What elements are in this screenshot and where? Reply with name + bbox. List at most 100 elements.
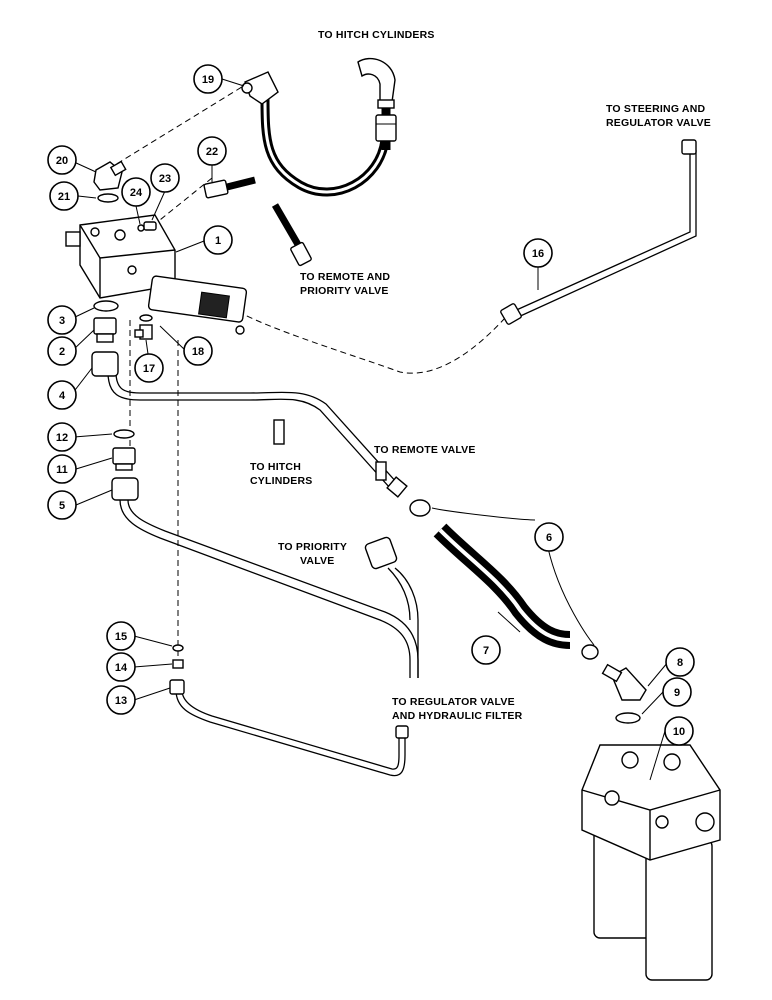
o-ring-9 <box>615 712 641 724</box>
fitting-14 <box>172 659 184 669</box>
svg-text:12: 12 <box>56 432 68 444</box>
callout-14: 14 <box>106 652 136 682</box>
callout-16: 16 <box>523 238 553 268</box>
leader-14 <box>133 663 173 668</box>
label-to-steering-2: REGULATOR VALVE <box>606 117 711 129</box>
o-ring-12 <box>113 429 135 439</box>
svg-text:19: 19 <box>202 74 214 86</box>
leader-12 <box>73 433 113 438</box>
callout-9: 9 <box>662 677 692 707</box>
hydraulic-filter-10 <box>581 744 721 981</box>
priority-valve-nut <box>364 536 398 570</box>
callout-19: 19 <box>193 64 223 94</box>
callout-15: 15 <box>106 621 136 651</box>
tube-4-end <box>386 476 408 498</box>
fitting-2 <box>93 317 117 343</box>
leader-13 <box>133 687 171 701</box>
callout-7: 7 <box>471 635 501 665</box>
svg-text:7: 7 <box>483 645 489 657</box>
leader-6-lower <box>547 547 595 646</box>
clamp-6-lower <box>581 644 599 660</box>
tube-4-lower <box>115 371 399 485</box>
hose-nut-right <box>375 114 397 142</box>
callout-4: 4 <box>47 380 77 410</box>
leader-15 <box>133 635 173 647</box>
tube-5-a <box>119 499 411 678</box>
svg-text:4: 4 <box>59 390 66 402</box>
tube-16-b <box>515 150 697 319</box>
label-to-regulator-1: TO REGULATOR VALVE <box>392 696 515 708</box>
callout-20: 20 <box>47 145 77 175</box>
leader-10 <box>649 730 666 781</box>
svg-text:6: 6 <box>546 532 552 544</box>
label-to-remote-priority-1: TO REMOTE AND <box>300 271 390 283</box>
svg-text:3: 3 <box>59 315 65 327</box>
tube-13-a <box>175 689 406 777</box>
callout-11: 11 <box>47 454 77 484</box>
tube-13-end-nut <box>395 725 409 739</box>
svg-text:22: 22 <box>206 146 218 158</box>
tube-5-b <box>127 499 419 678</box>
tube-16-bottom-nut <box>500 303 522 325</box>
callout-23: 23 <box>150 163 180 193</box>
callout-6: 6 <box>534 522 564 552</box>
leader-18 <box>159 325 187 352</box>
tube-nut-13 <box>169 679 185 695</box>
svg-text:24: 24 <box>130 187 143 199</box>
callout-8: 8 <box>665 647 695 677</box>
hose-remote-priority-fitting <box>290 241 312 267</box>
callout-1: 1 <box>203 225 233 255</box>
leader-8 <box>647 661 669 687</box>
svg-text:15: 15 <box>115 631 127 643</box>
elbow-fitting-8 <box>601 663 647 701</box>
o-ring-3 <box>93 300 119 312</box>
fitting-17 <box>134 324 153 340</box>
fitting-23-24 <box>137 221 157 232</box>
leader-2 <box>72 329 95 351</box>
leader-11 <box>75 457 113 470</box>
svg-text:23: 23 <box>159 173 171 185</box>
callout-3: 3 <box>47 305 77 335</box>
dashed-line-19-20 <box>109 81 251 169</box>
svg-text:13: 13 <box>115 695 127 707</box>
tube-16-a <box>511 150 691 313</box>
dashed-line-22-23 <box>149 177 213 229</box>
fitting-11 <box>112 447 136 471</box>
svg-text:11: 11 <box>56 464 68 476</box>
leader-24 <box>135 205 141 225</box>
leader-9 <box>641 691 664 715</box>
leader-20 <box>73 161 97 173</box>
hitch-hose-left <box>260 97 390 197</box>
callout-12: 12 <box>47 422 77 452</box>
leader-23 <box>151 190 166 221</box>
tube-nut-5 <box>111 477 139 501</box>
callout-5: 5 <box>47 490 77 520</box>
elbow-fitting-top-right <box>357 57 396 109</box>
label-to-hitch-2: CYLINDERS <box>250 475 312 487</box>
dashed-line-1-16 <box>222 289 506 374</box>
tube-4-upper <box>107 371 391 489</box>
label-to-hitch-cylinders-top: TO HITCH CYLINDERS <box>318 29 435 41</box>
label-to-remote-priority-2: PRIORITY VALVE <box>300 285 389 297</box>
svg-text:8: 8 <box>677 657 683 669</box>
label-to-hitch-1: TO HITCH <box>250 461 301 473</box>
callout-18: 18 <box>183 336 213 366</box>
svg-text:16: 16 <box>532 248 544 260</box>
callout-21: 21 <box>49 181 79 211</box>
leader-6-upper <box>431 507 536 521</box>
fitting-20 <box>93 160 127 191</box>
clamp-6-upper <box>409 499 431 517</box>
tube-5-riser-a <box>394 567 419 678</box>
callout-17: 17 <box>134 353 164 383</box>
o-ring-18 <box>139 314 153 322</box>
leader-21 <box>77 195 97 199</box>
o-ring-21 <box>97 193 119 203</box>
svg-text:2: 2 <box>59 346 65 358</box>
tube-13-b <box>181 689 400 770</box>
svg-text:10: 10 <box>673 726 685 738</box>
label-to-remote-valve: TO REMOTE VALVE <box>374 444 476 456</box>
hose-7-highlight <box>438 528 571 642</box>
leader-7 <box>497 611 521 633</box>
leader-1 <box>175 240 205 253</box>
